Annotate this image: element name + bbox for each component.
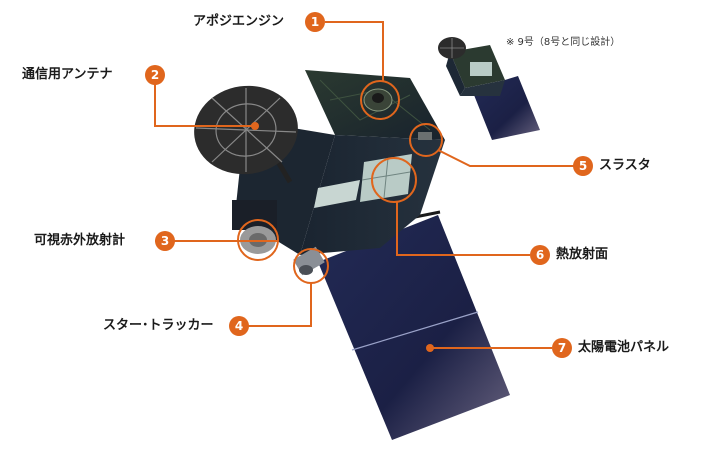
highlight-circle-6 bbox=[371, 157, 417, 203]
badge-5: 5 bbox=[573, 156, 593, 176]
solar-panel bbox=[318, 215, 510, 440]
leader-dot-2 bbox=[251, 122, 259, 130]
label-thermal-radiator: 熱放射面 bbox=[556, 247, 609, 262]
satellite-9-thumbnail bbox=[438, 37, 540, 140]
radiator-panels bbox=[314, 154, 412, 208]
highlight-circle-5 bbox=[409, 123, 443, 157]
label-apogee-engine: アポジエンジン bbox=[193, 14, 285, 29]
antenna-dish-ribs bbox=[195, 88, 297, 172]
leader-line-2 bbox=[154, 76, 255, 127]
badge-4: 4 bbox=[229, 316, 249, 336]
satellite-9-note: ※ 9号（8号と同じ設計） bbox=[506, 37, 621, 48]
leader-line-4 bbox=[248, 283, 312, 327]
leader-line-6 bbox=[396, 202, 530, 256]
highlight-circle-1 bbox=[360, 80, 400, 120]
badge-7: 7 bbox=[552, 338, 572, 358]
badge-1: 1 bbox=[305, 12, 325, 32]
badge-6: 6 bbox=[530, 245, 550, 265]
thruster bbox=[418, 132, 432, 140]
label-star-tracker: スター･トラッカー bbox=[103, 318, 214, 333]
star-tracker bbox=[293, 246, 325, 276]
leader-line-5 bbox=[437, 149, 575, 167]
solar-panel-seam bbox=[351, 311, 479, 351]
label-visible-infrared-radiometer: 可視赤外放射計 bbox=[34, 233, 126, 248]
label-thruster: スラスタ bbox=[599, 158, 651, 173]
badge-3: 3 bbox=[155, 231, 175, 251]
label-communication-antenna: 通信用アンテナ bbox=[22, 67, 113, 82]
badge-2: 2 bbox=[145, 65, 165, 85]
leader-line-1 bbox=[325, 21, 384, 81]
label-solar-panel: 太陽電池パネル bbox=[578, 340, 670, 355]
leader-dot-7 bbox=[426, 344, 434, 352]
